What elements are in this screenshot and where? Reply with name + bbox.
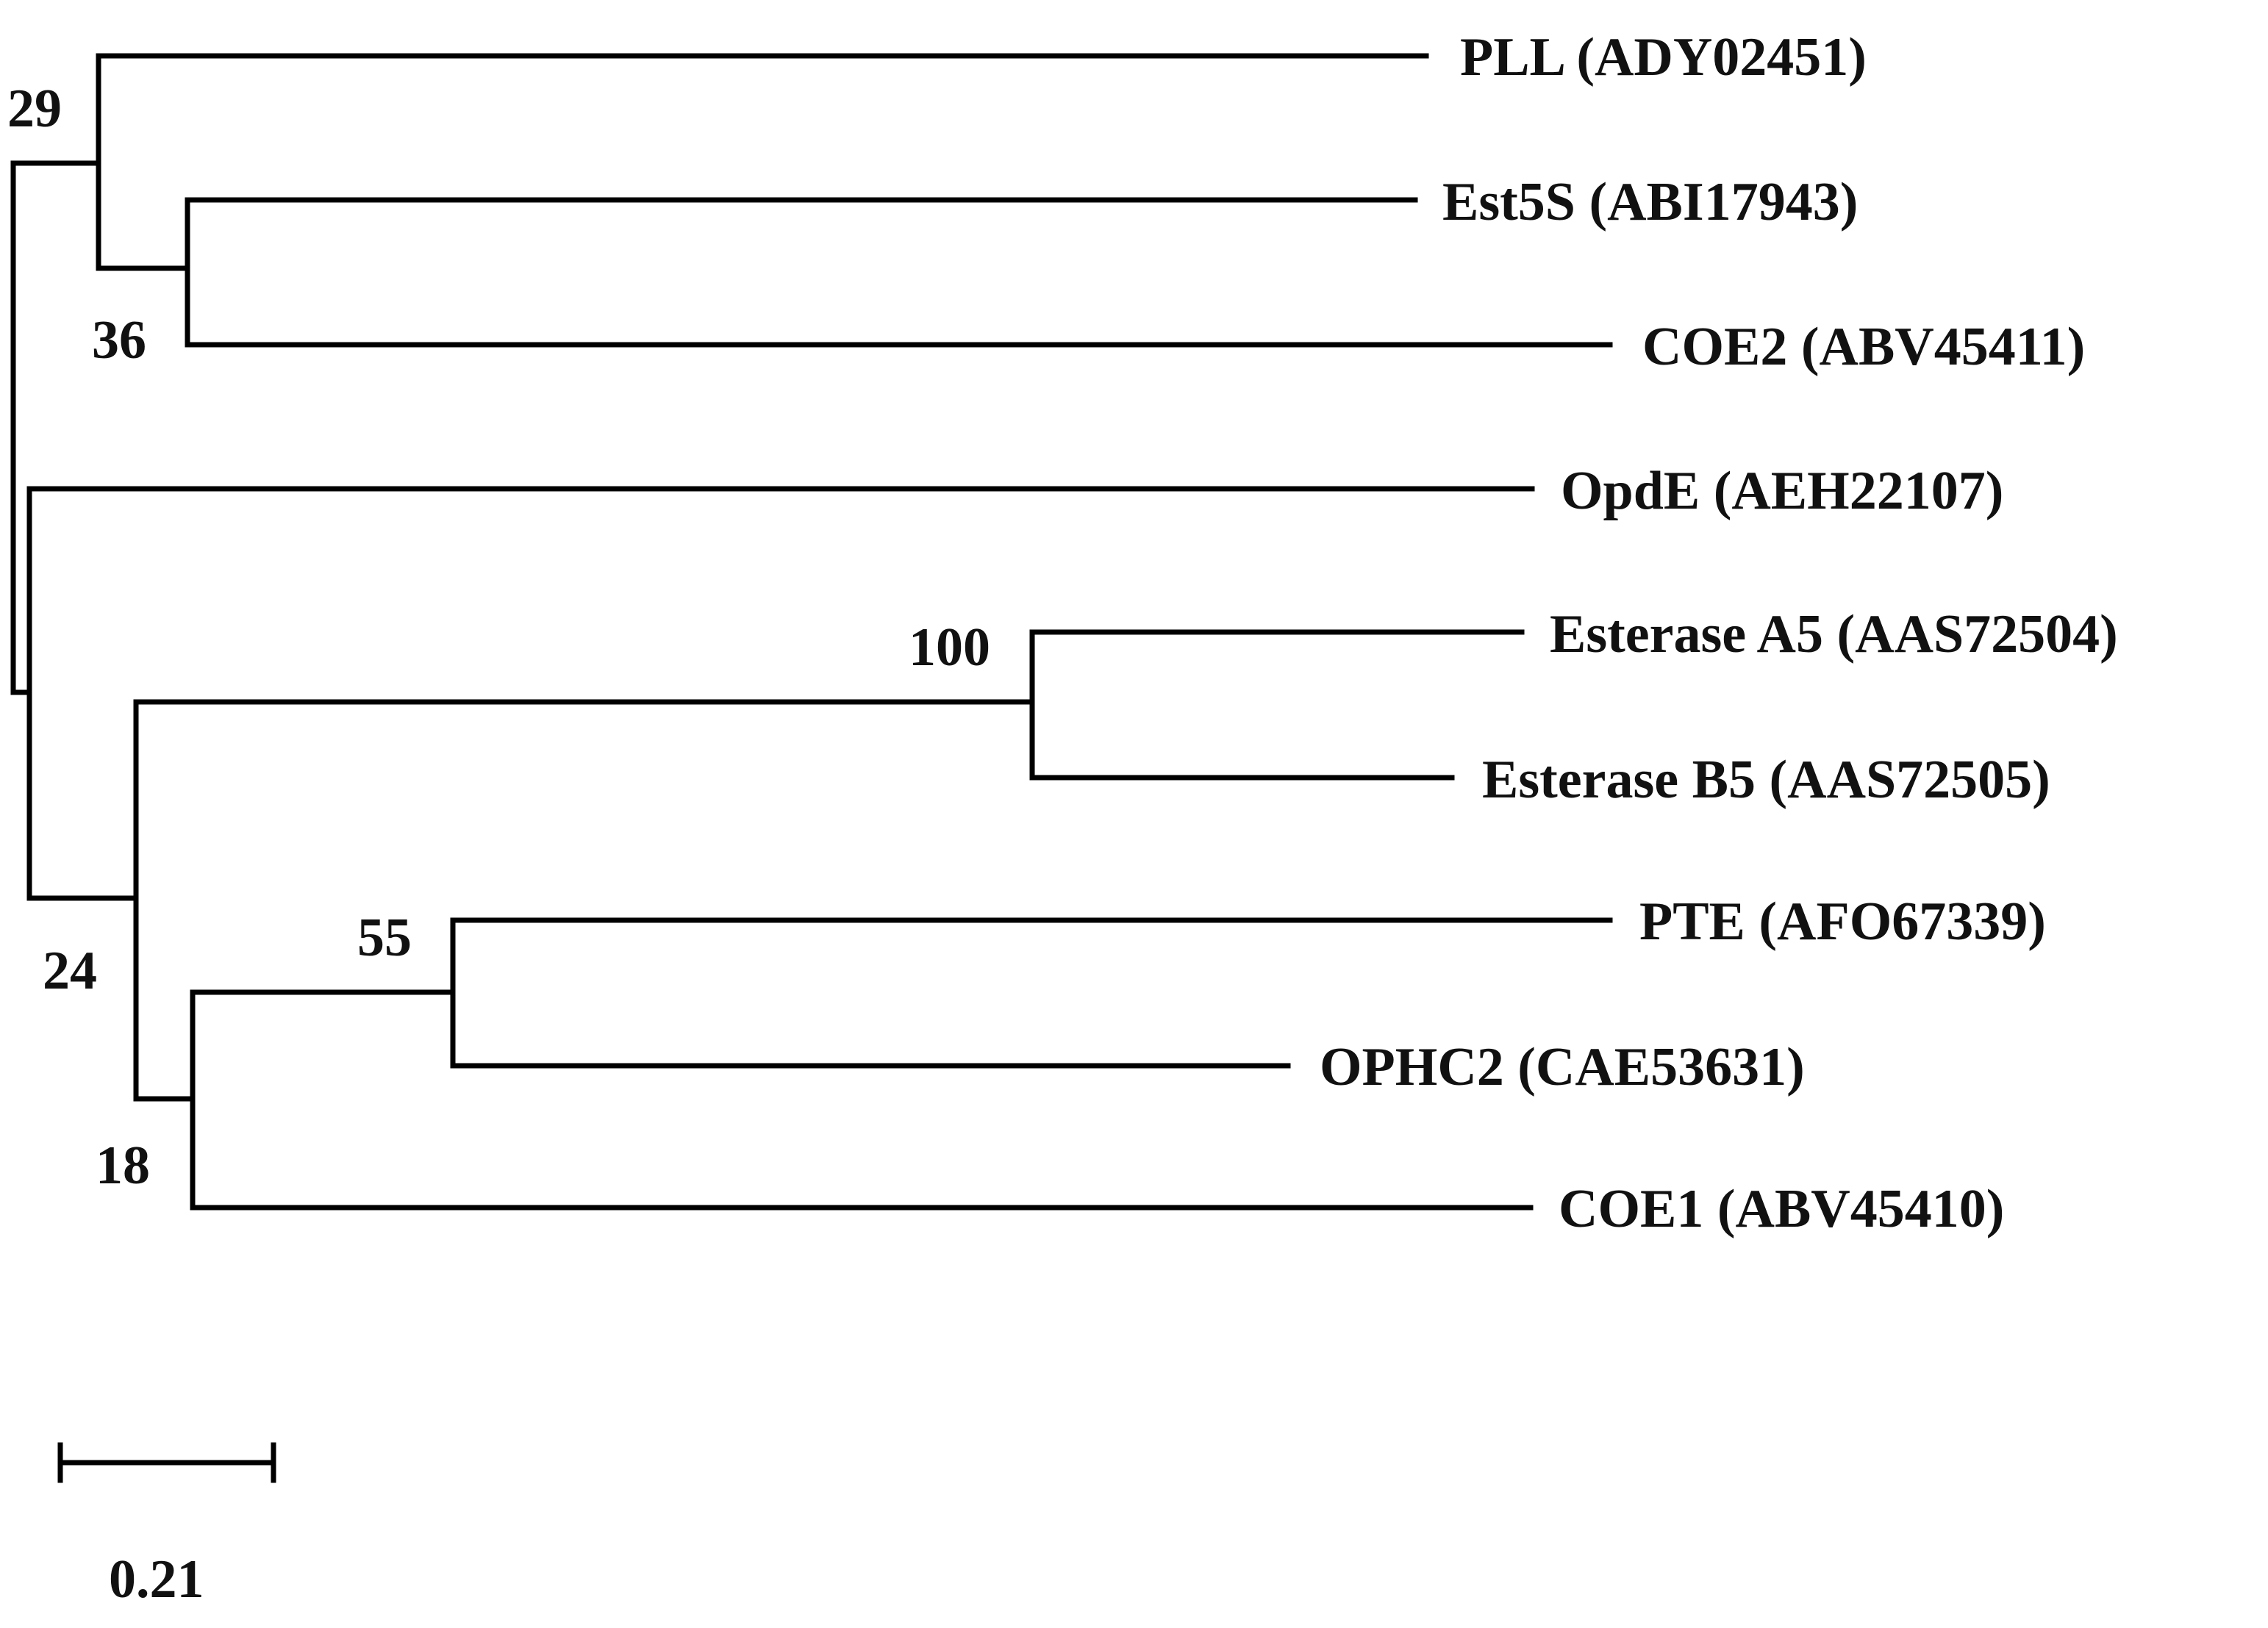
taxon-label-est5s: Est5S (ABI17943)	[1442, 172, 1858, 232]
taxon-label-opde: OpdE (AEH22107)	[1561, 461, 2003, 521]
taxon-label-coe2: COE2 (ABV45411)	[1642, 317, 2085, 377]
bootstrap-label-29: 29	[7, 79, 62, 139]
scale-bar-label: 0.21	[109, 1549, 204, 1610]
bootstrap-label-24: 24	[43, 941, 97, 1001]
taxon-label-esterase-a5: Esterase A5 (AAS72504)	[1550, 604, 2118, 664]
bootstrap-label-100: 100	[909, 617, 990, 678]
bootstrap-label-18: 18	[96, 1136, 150, 1196]
taxon-label-pll: PLL (ADY02451)	[1460, 27, 1867, 87]
taxon-label-coe1: COE1 (ABV45410)	[1559, 1179, 2004, 1239]
bootstrap-label-55: 55	[357, 908, 412, 968]
taxon-label-pte: PTE (AFO67339)	[1639, 892, 2046, 952]
taxon-label-ophc2: OPHC2 (CAE53631)	[1320, 1037, 1805, 1097]
scale-bar: 0.21	[57, 1442, 276, 1610]
taxon-label-esterase-b5: Esterase B5 (AAS72505)	[1482, 750, 2050, 810]
bootstrap-label-36: 36	[92, 310, 146, 370]
